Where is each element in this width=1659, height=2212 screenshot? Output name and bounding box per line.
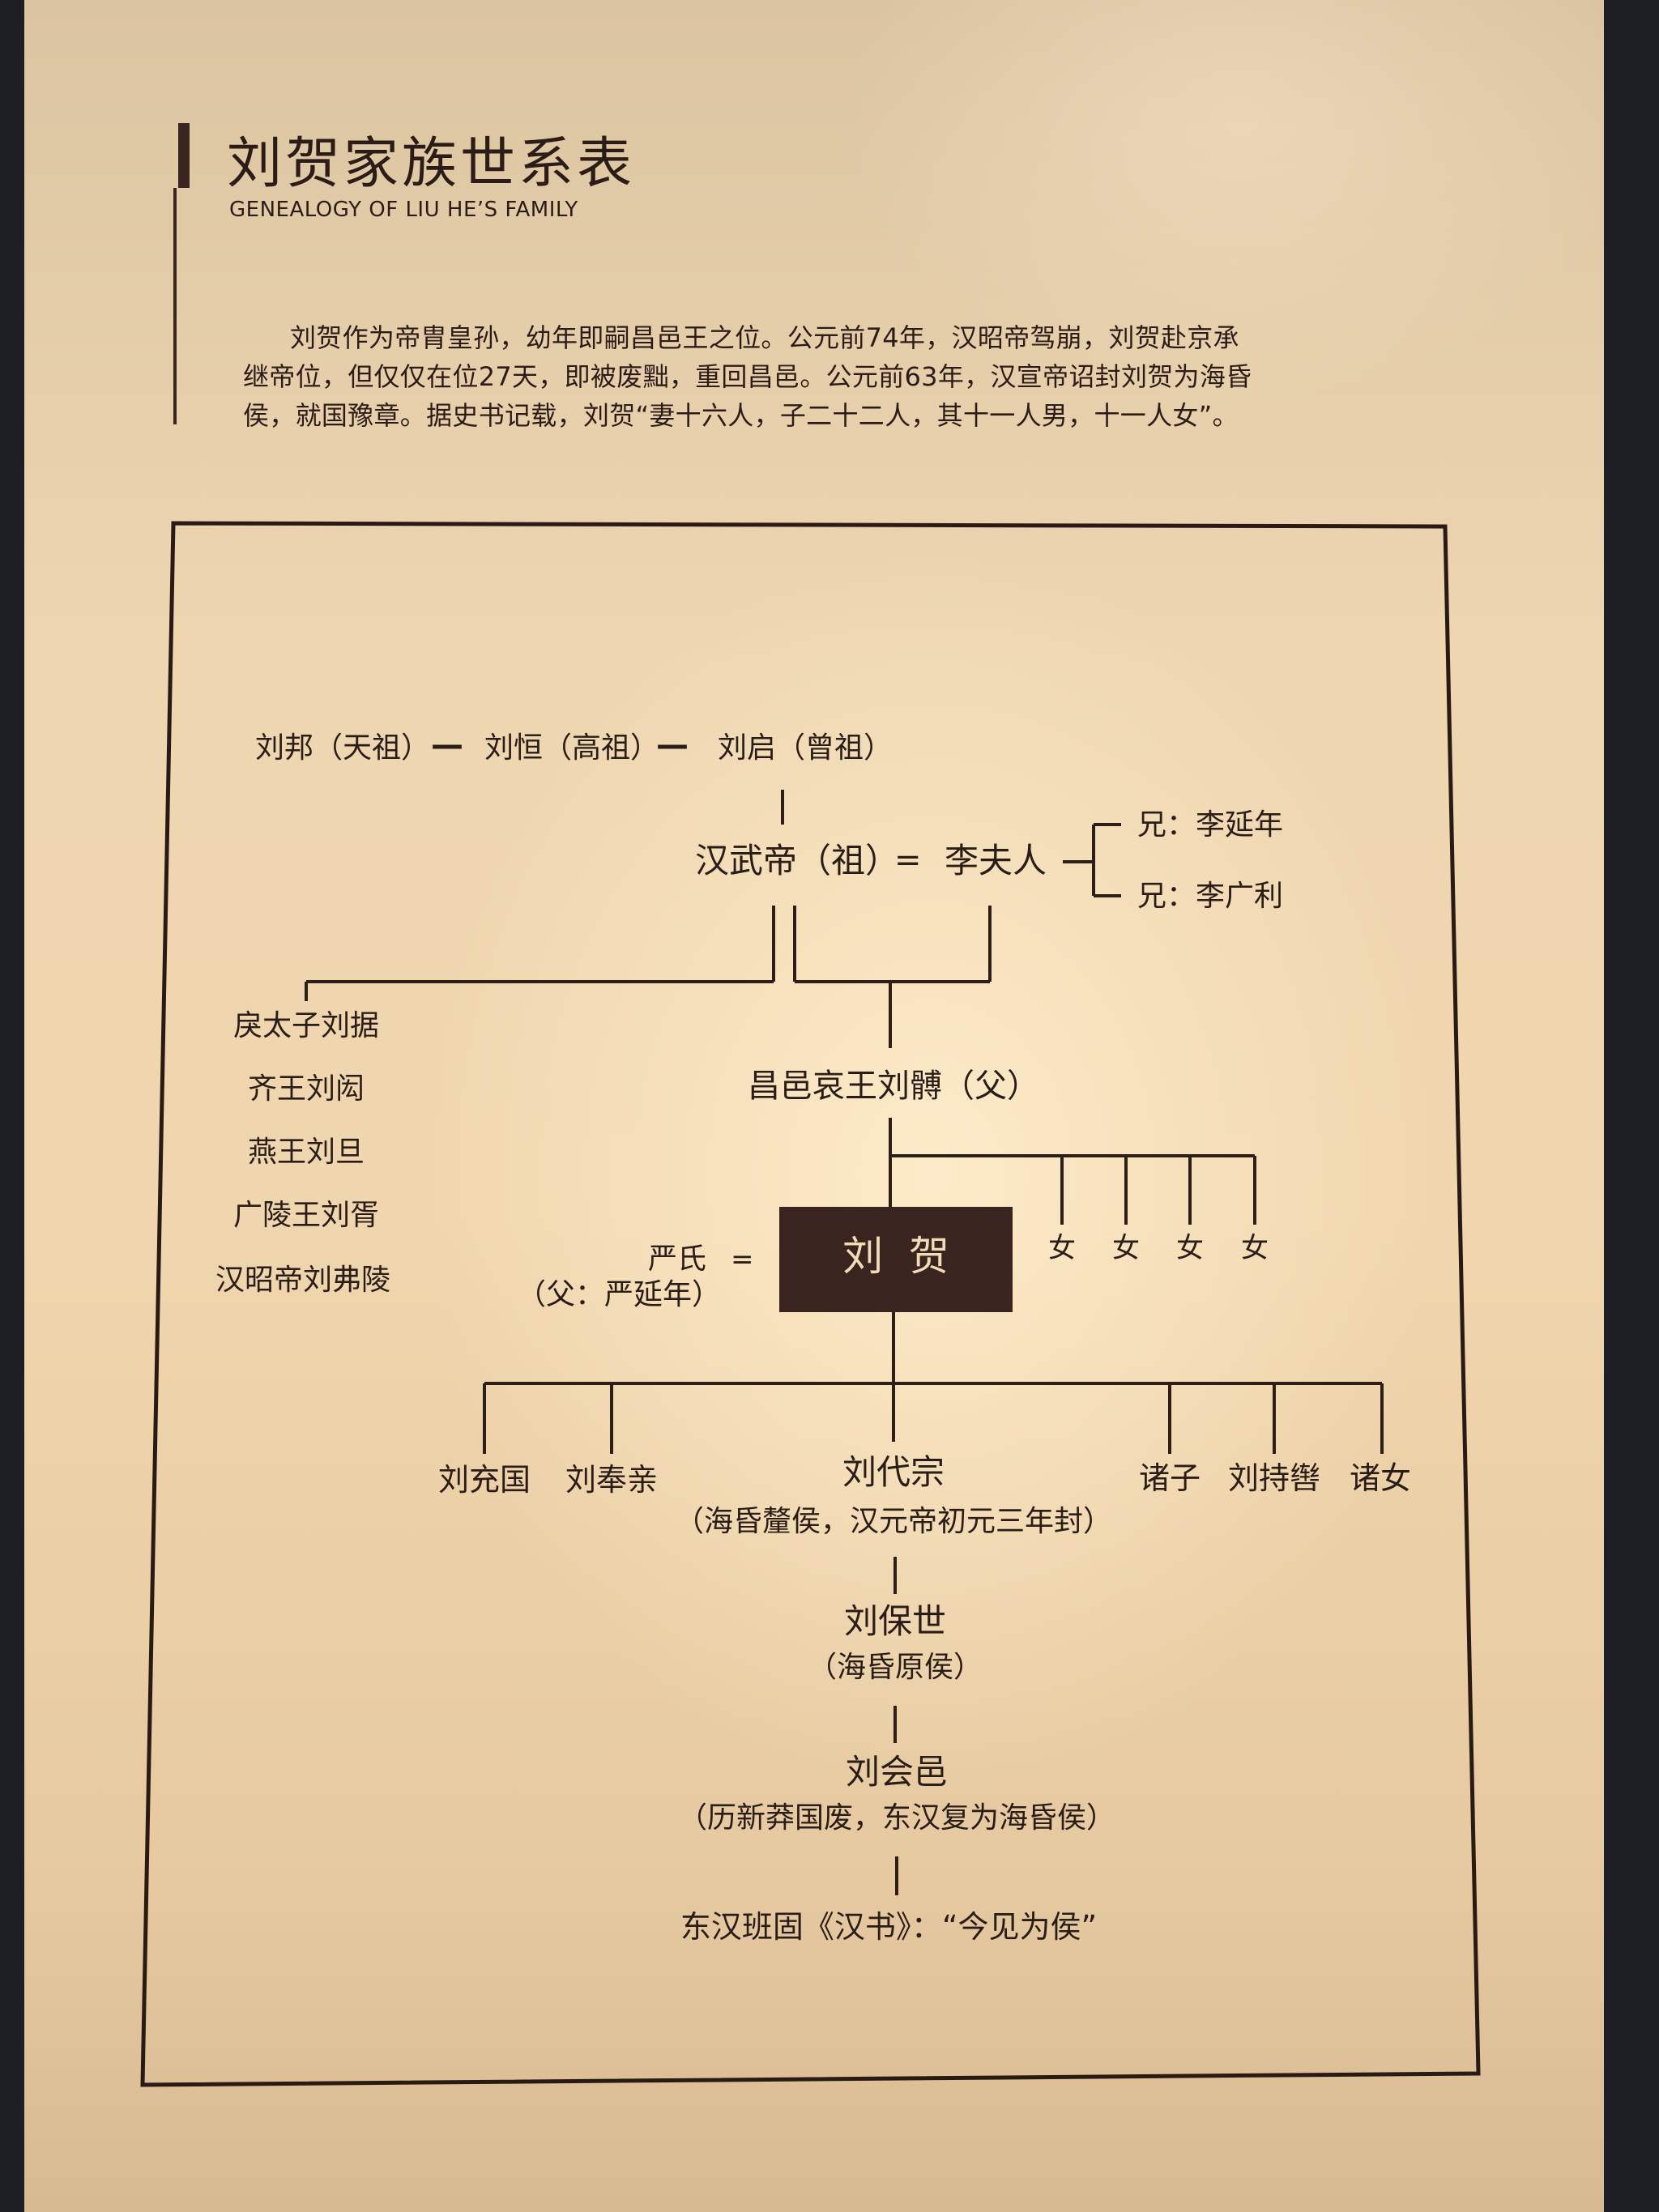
brother-li-guangli: 兄：李广利 [1137,880,1283,913]
title-accent-bar [178,123,190,188]
father-liu-bo: 昌邑哀王刘髆（父） [748,1068,1039,1105]
wife-equals: = [731,1243,754,1276]
intro-side-rule [173,188,177,424]
sister: 女 [1176,1232,1204,1264]
emperor-wu: 汉武帝（祖） [695,841,899,880]
uncle-liu-hong: 齐王刘闳 [248,1072,365,1106]
intro-line: 继帝位，但仅仅在位27天，即被废黜，重回昌邑。公元前63年，汉宣帝诏封刘贺为海昏 [243,361,1252,392]
panel-title: 刘贺家族世系表 [227,132,636,196]
uncle-liu-fuling: 汉昭帝刘弗陵 [215,1264,390,1297]
uncle-liu-dan: 燕王刘旦 [248,1136,365,1169]
descendant-liu-baoshi: 刘保世 [844,1601,946,1641]
child-liu-fengqin: 刘奉亲 [565,1462,658,1498]
connector-lines [305,790,1384,1895]
child-liu-chipei: 刘持辔 [1228,1460,1320,1496]
intro-line: 侯，就国豫章。据史书记载，刘贺“妻十六人，子二十二人，其十一人男，十一人女”。 [243,400,1239,431]
child-liu-chongguo: 刘充国 [438,1462,531,1498]
heir-note: （海昏釐侯，汉元帝初元三年封） [675,1505,1112,1538]
child-daughters: 诸女 [1350,1460,1411,1496]
wife-yan: 严氏 [648,1242,706,1276]
intro-line: 刘贺作为帝胄皇孙，幼年即嗣昌邑王之位。公元前74年，汉昭帝驾崩，刘贺赴京承 [290,322,1239,353]
sister: 女 [1112,1232,1140,1264]
ancestor-dash: — [656,727,689,764]
descendant-liu-huiyi: 刘会邑 [846,1752,948,1792]
liu-he-box [779,1207,1013,1312]
brother-li-yannian: 兄：李延年 [1137,808,1283,842]
ancestor-liu-heng: 刘恒（高祖） [484,731,659,765]
panel-subtitle: GENEALOGY OF LIU HE’S FAMILY [229,198,578,222]
liu-he-name: 刘 贺 [842,1233,949,1280]
sister: 女 [1241,1232,1269,1264]
descendant-note: （海昏原侯） [808,1651,983,1684]
uncle-liu-ju: 戾太子刘据 [233,1009,379,1042]
child-other-sons: 诸子 [1139,1460,1201,1496]
sister: 女 [1048,1232,1076,1264]
descendant-note: （历新莽国废，东汉复为海昏侯） [678,1801,1115,1835]
wife-father: （父：严延年） [517,1278,721,1311]
ancestor-liu-bang: 刘邦（天祖） [255,731,430,765]
marriage-equals: = [894,842,922,879]
ancestor-liu-qi: 刘启（曾祖） [718,731,893,765]
ancestor-dash: — [431,727,463,764]
exhibit-panel [24,0,1604,2212]
lady-li: 李夫人 [945,841,1047,880]
source-quote: 东汉班固《汉书》：“今见为侯” [680,1909,1097,1945]
heir-liu-daizong: 刘代宗 [842,1452,945,1492]
uncle-liu-xu: 广陵王刘胥 [233,1199,379,1232]
diagram-frame [140,521,1481,2087]
